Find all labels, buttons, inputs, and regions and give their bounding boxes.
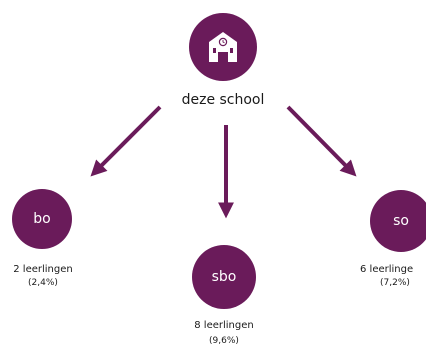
school-node [189,13,257,81]
node-so: so [370,190,426,252]
node-sbo-pct: (9,6%) [209,336,239,346]
arrow-to-so [286,105,357,177]
node-sbo: sbo [192,245,256,309]
node-sbo-label: sbo [211,269,237,285]
node-so-pct: (7,2%) [380,278,410,288]
arrow-to-bo [90,105,162,177]
node-sbo-count: 8 leerlingen [194,320,254,331]
node-bo: bo [12,189,72,249]
node-so-label: so [393,213,409,229]
node-so-count: 6 leerlinge [360,264,414,275]
node-bo-label: bo [33,211,51,227]
node-bo-count: 2 leerlingen [13,264,73,275]
school-label: deze school [181,92,265,108]
school-building-icon [209,32,237,62]
node-bo-pct: (2,4%) [28,278,58,288]
